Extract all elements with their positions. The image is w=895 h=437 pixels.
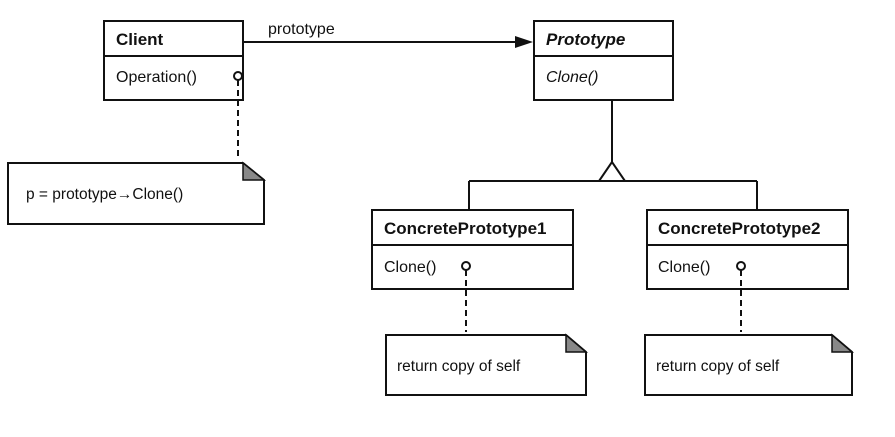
concrete2-note-text: return copy of self — [656, 358, 780, 375]
prototype-operation: Clone() — [546, 69, 598, 86]
client-class-box — [103, 20, 244, 101]
inheritance-tree — [468, 100, 758, 210]
client-note-anchor-icon — [233, 71, 243, 81]
concrete1-note-text: return copy of self — [397, 358, 521, 375]
concrete2-note: return copy of self — [644, 333, 855, 396]
client-note-box — [7, 162, 265, 225]
prototype-association: prototype — [243, 21, 533, 48]
prototype-class-box — [533, 20, 674, 101]
concrete1-note-box — [385, 334, 587, 396]
prototype-class: Prototype Clone() — [533, 20, 674, 101]
concrete-prototype1-name: ConcretePrototype1 — [384, 219, 546, 238]
client-operation: Operation() — [116, 69, 197, 86]
client-note: p = prototype→Clone() — [7, 161, 267, 225]
inheritance-triangle-icon — [597, 160, 627, 182]
concrete1-note-folded-corner-icon — [565, 333, 589, 353]
concrete-prototype2-box — [646, 209, 849, 290]
prototype-class-name: Prototype — [546, 30, 625, 49]
concrete2-note-anchor-icon — [736, 261, 746, 271]
concrete-prototype2-name: ConcretePrototype2 — [658, 219, 820, 238]
concrete1-note: return copy of self — [385, 333, 589, 396]
concrete2-note-folded-corner-icon — [831, 333, 855, 353]
concrete1-note-anchor-icon — [461, 261, 471, 271]
concrete-prototype1-box — [371, 209, 574, 290]
concrete2-note-box — [644, 334, 853, 396]
association-label: prototype — [268, 21, 335, 38]
concrete-prototype2-class: ConcretePrototype2 Clone() — [646, 209, 849, 290]
concrete-prototype1-operation: Clone() — [384, 259, 436, 276]
association-arrowhead — [515, 36, 533, 48]
client-class: Client Operation() — [103, 20, 244, 101]
client-note-text: p = prototype→Clone() — [26, 186, 183, 203]
client-class-name: Client — [116, 30, 164, 49]
concrete-prototype2-operation: Clone() — [658, 259, 710, 276]
concrete-prototype1-class: ConcretePrototype1 Clone() — [371, 209, 574, 290]
client-note-folded-corner-icon — [242, 161, 267, 181]
